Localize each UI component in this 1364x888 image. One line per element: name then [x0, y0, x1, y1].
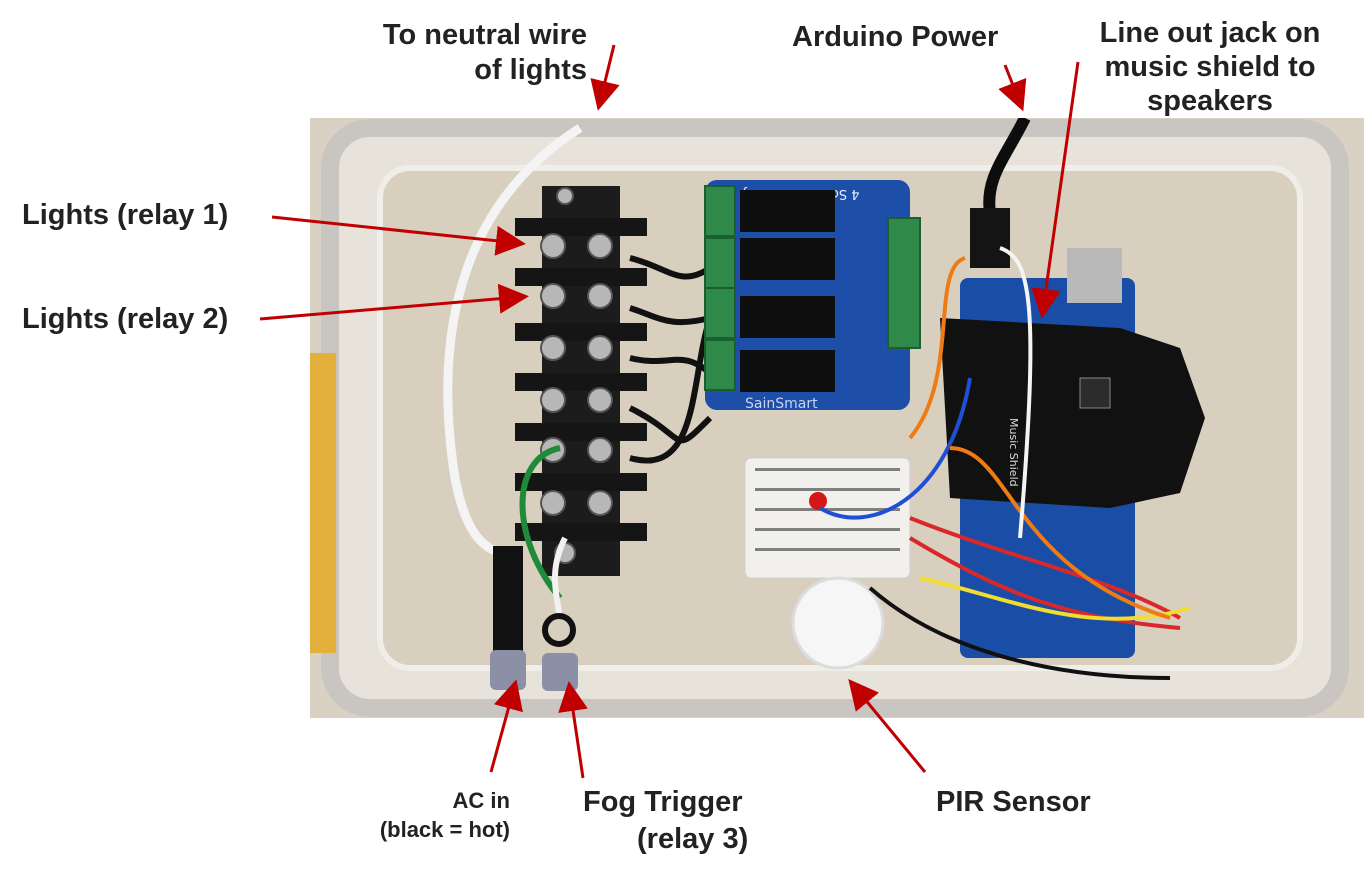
- arduino-with-music-shield: Music Shield: [940, 248, 1205, 658]
- label-fog-trigger: Fog Trigger: [583, 786, 743, 818]
- label-arduino-power: Arduino Power: [792, 21, 999, 53]
- fog-trigger-cable: [542, 613, 576, 647]
- red-led: [809, 492, 827, 510]
- ac-in-cable: [493, 546, 523, 656]
- electronics-enclosure-photo: 4 Solid State relay SainSmart Music Shie…: [310, 118, 1364, 718]
- ac-in-grommet: [490, 650, 526, 690]
- label-ac-in: AC in: [452, 788, 510, 813]
- label-fog-trigger-note: (relay 3): [637, 823, 749, 855]
- neutral-wire: [443, 124, 583, 562]
- fog-trigger-wire-green: [519, 445, 563, 600]
- terminal-block: [515, 186, 647, 576]
- relay-wires: [628, 255, 713, 464]
- arduino-power-jack: [970, 208, 1010, 268]
- jumper-wires: [818, 246, 1191, 680]
- label-ac-in-note: (black = hot): [379, 817, 510, 842]
- breadboard: [744, 457, 911, 579]
- svg-text:SainSmart: SainSmart: [745, 396, 818, 412]
- arrow-neutral-wire: [590, 44, 620, 111]
- svg-text:Music Shield: Music Shield: [1007, 418, 1020, 487]
- label-lights-relay2: Lights (relay 2): [22, 303, 229, 335]
- label-neutral-wire: To neutral wire of lights: [382, 19, 587, 86]
- pir-sensor-dome: [791, 576, 885, 670]
- label-line-out: Line out jack on music shield to speaker…: [1099, 17, 1321, 117]
- fog-trigger-wire-white: [552, 536, 568, 619]
- arrow-arduino-power: [998, 64, 1027, 112]
- label-lights-relay1: Lights (relay 1): [22, 199, 229, 231]
- pencil: [310, 353, 336, 653]
- fog-trigger-grommet: [542, 653, 578, 691]
- label-pir-sensor: PIR Sensor: [936, 786, 1091, 818]
- arduino-power-cable: [983, 118, 1031, 214]
- solid-state-relay-board: 4 Solid State relay SainSmart: [704, 180, 921, 412]
